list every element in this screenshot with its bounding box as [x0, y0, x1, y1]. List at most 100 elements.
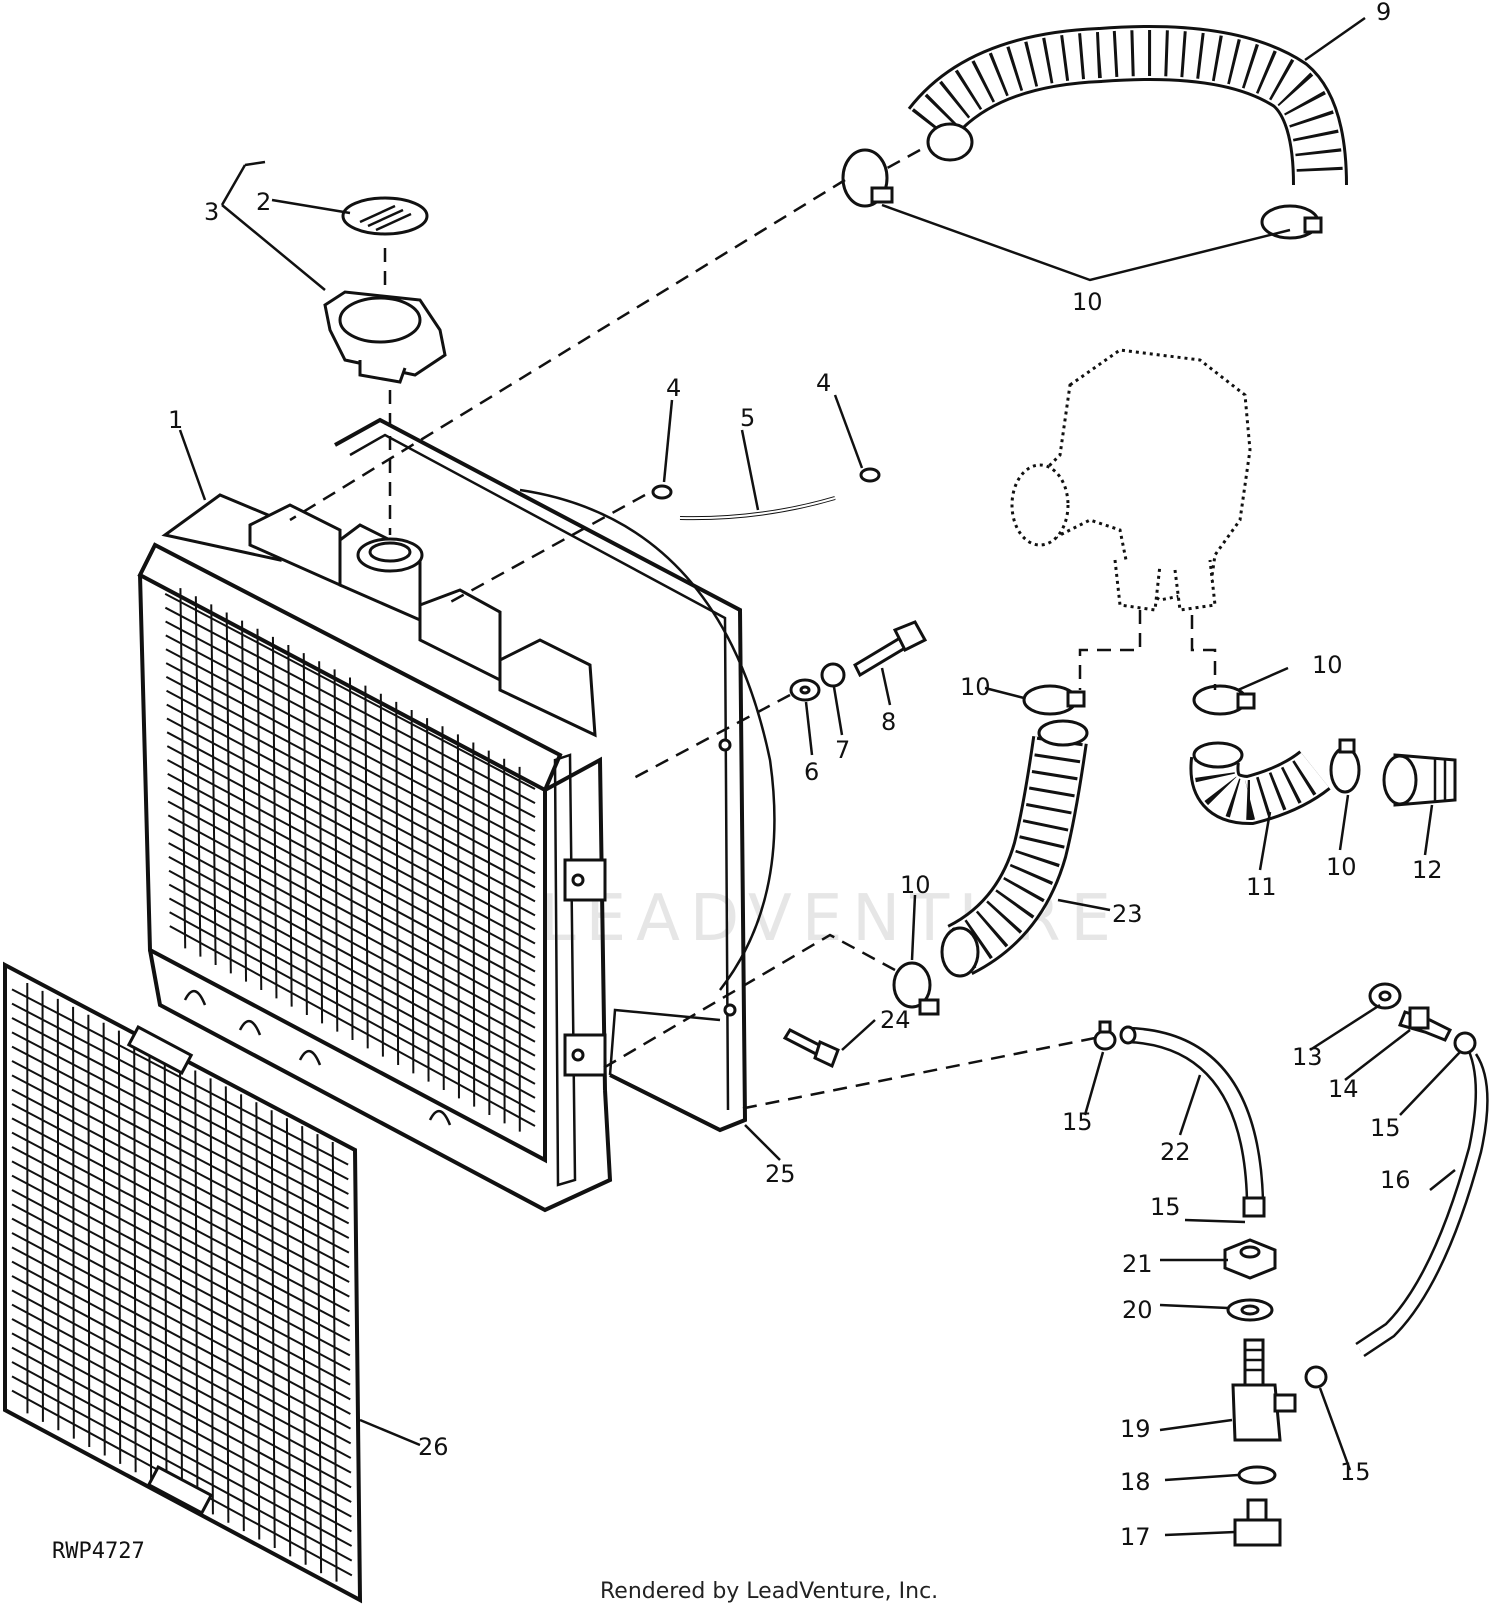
- cap-decal-part-2: [341, 196, 429, 236]
- callout-11: 11: [1246, 873, 1277, 901]
- hose-clamp-part-15-a: [1093, 1020, 1117, 1051]
- grid-line: [165, 620, 536, 818]
- callout-22: 22: [1160, 1138, 1191, 1166]
- hose-clamp-right-mid: [1192, 684, 1256, 716]
- grid-line: [11, 1260, 352, 1445]
- grid-line: [164, 592, 536, 790]
- grid-line: [11, 1131, 350, 1313]
- radiator-cap-part-3: [323, 290, 447, 384]
- grid-line: [11, 1318, 352, 1503]
- callout-2: 2: [256, 188, 271, 216]
- grid-line: [11, 1174, 351, 1357]
- callout-8: 8: [881, 708, 896, 736]
- hose-clamp-bypass: [1329, 738, 1361, 794]
- callout-14: 14: [1328, 1075, 1359, 1103]
- callout-15-mid: 15: [1150, 1193, 1181, 1221]
- grid-line: [11, 1031, 349, 1210]
- grid-line: [165, 676, 536, 875]
- hose-fitting-part-12: [1382, 753, 1457, 807]
- grid-line: [11, 1189, 351, 1371]
- grille-screen-part-26: [3, 961, 363, 1604]
- grid-line: [166, 703, 536, 903]
- drain-valve-part-19: [1231, 1338, 1297, 1442]
- callout-6: 6: [804, 758, 819, 786]
- lower-hose-part-23: [940, 719, 1089, 978]
- grid-line: [168, 897, 536, 1099]
- callout-7: 7: [835, 736, 850, 764]
- drain-plug-part-17: [1233, 1498, 1282, 1547]
- washer-part-13: [1368, 982, 1402, 1010]
- grid-line: [11, 1045, 350, 1225]
- grid-line: [11, 1088, 350, 1269]
- callout-25: 25: [765, 1160, 796, 1188]
- grid-line: [167, 800, 536, 1001]
- grid-line: [166, 731, 536, 931]
- figure-code: RWP4727: [52, 1539, 145, 1564]
- grid-line: [166, 745, 536, 945]
- grid-line: [11, 1289, 352, 1474]
- callout-15-right: 15: [1370, 1114, 1401, 1142]
- cap-screw-part-24: [782, 1028, 840, 1069]
- grid-line: [166, 689, 536, 889]
- callout-19: 19: [1120, 1415, 1151, 1443]
- grid-line: [166, 717, 536, 917]
- grid-line: [164, 606, 536, 804]
- grid-line: [11, 1160, 351, 1342]
- footer-credit: Rendered by LeadVenture, Inc.: [600, 1579, 938, 1604]
- callout-labels: 1 2 3 4 5 4 6 7 8 9 10 10 10 10 10 11 12…: [168, 0, 1443, 1551]
- grid-line: [168, 842, 536, 1043]
- callout-15-bottom: 15: [1340, 1458, 1371, 1486]
- tube-clip-left: [651, 484, 673, 500]
- upper-hose-part-9: [907, 25, 1348, 186]
- grid-line: [165, 662, 536, 861]
- grid-line: [11, 1146, 351, 1327]
- grille-screen-grid: [11, 982, 353, 1582]
- callout-4-right: 4: [816, 369, 831, 397]
- callout-24: 24: [880, 1006, 911, 1034]
- washer-part-6: [789, 678, 821, 702]
- grid-line: [11, 1361, 353, 1547]
- grid-line: [11, 1275, 352, 1459]
- callout-10-left: 10: [960, 673, 991, 701]
- grid-line: [168, 869, 536, 1071]
- grid-line: [11, 1002, 349, 1181]
- callout-20: 20: [1122, 1296, 1153, 1324]
- callout-26: 26: [418, 1433, 449, 1461]
- washer-part-20: [1226, 1298, 1274, 1322]
- hose-clamp-upper-right: [1260, 204, 1323, 240]
- callout-15-left: 15: [1062, 1108, 1093, 1136]
- fitting-part-14: [1398, 1006, 1453, 1042]
- grid-line: [11, 1332, 352, 1518]
- callout-23: 23: [1112, 900, 1143, 928]
- callout-18: 18: [1120, 1468, 1151, 1496]
- grid-line: [11, 1303, 352, 1489]
- hose-clamp-part-15-b: [1453, 1031, 1477, 1055]
- hose-clamp-upper-left: [841, 148, 894, 208]
- hose-clamp-part-15-c: [1304, 1365, 1328, 1389]
- callout-10-lower: 10: [900, 871, 931, 899]
- grid-line: [167, 828, 536, 1029]
- nut-part-21: [1223, 1238, 1277, 1280]
- callout-10-right: 10: [1312, 651, 1343, 679]
- grid-line: [11, 1217, 351, 1401]
- tube-clip-right: [859, 467, 881, 483]
- callout-1: 1: [168, 406, 183, 434]
- callout-10-bypass: 10: [1326, 853, 1357, 881]
- callout-12: 12: [1412, 856, 1443, 884]
- grid-line: [167, 814, 536, 1015]
- callout-13: 13: [1292, 1043, 1323, 1071]
- callout-4-left: 4: [666, 374, 681, 402]
- grid-line: [11, 1346, 352, 1533]
- grid-line: [11, 1074, 350, 1254]
- grid-line: [11, 988, 349, 1166]
- callout-10-upper: 10: [1072, 288, 1103, 316]
- callout-17: 17: [1120, 1523, 1151, 1551]
- hose-clamp-lower: [892, 961, 940, 1016]
- grid-line: [11, 1203, 351, 1386]
- callout-5: 5: [740, 404, 755, 432]
- grid-line: [168, 883, 536, 1085]
- lock-washer-part-7: [820, 662, 846, 688]
- callout-leader-lines: [178, 16, 1461, 1537]
- grid-line: [169, 925, 536, 1127]
